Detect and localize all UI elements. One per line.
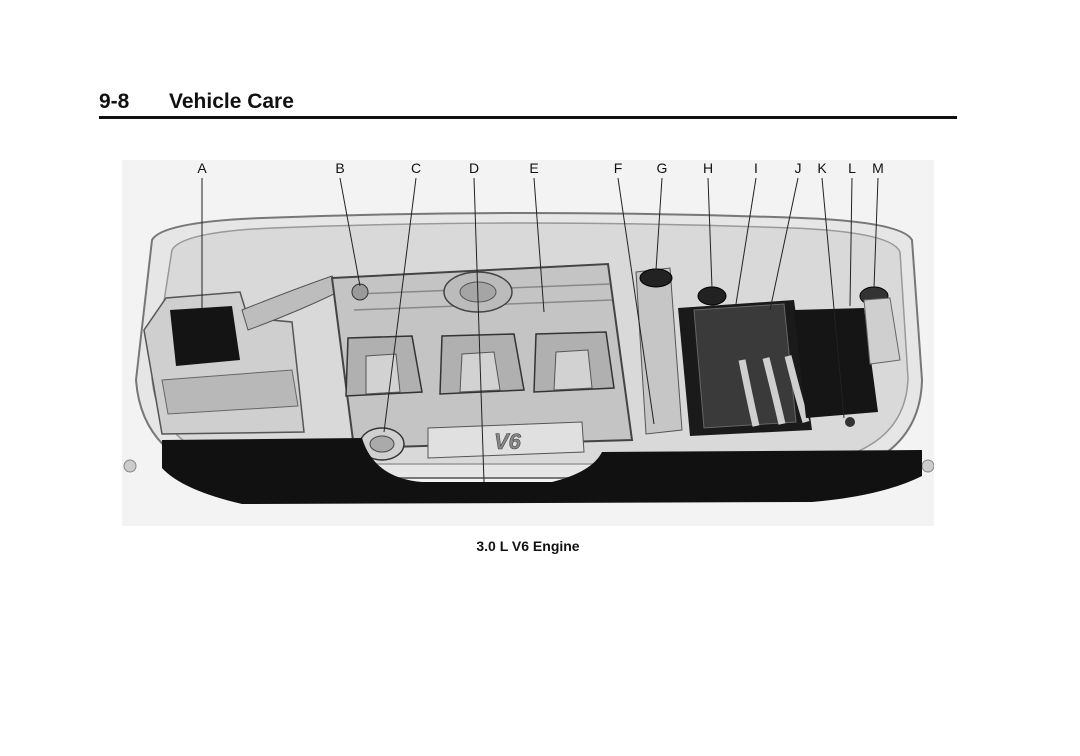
figure-caption: 3.0 L V6 Engine	[476, 538, 580, 554]
callout-g: G	[656, 160, 668, 176]
engine-drawing: V6	[122, 160, 934, 526]
callout-j: J	[794, 160, 802, 176]
battery	[794, 308, 878, 418]
callout-i: I	[754, 160, 758, 176]
callout-l: L	[848, 160, 856, 176]
callout-f: F	[613, 160, 623, 176]
washer-fluid-cap	[639, 268, 673, 288]
page-header: 9-8 Vehicle Care	[99, 90, 957, 120]
page-number: 9-8	[99, 90, 130, 113]
coolant-reservoir	[863, 297, 901, 365]
air-cleaner-lid	[170, 306, 240, 366]
callout-e: E	[529, 160, 539, 176]
right-fender-bolt	[921, 459, 934, 473]
air-cleaner-base	[161, 369, 299, 415]
callout-c: C	[410, 160, 422, 176]
oil-fill-cap-center	[369, 435, 395, 453]
coil-cover-grooves	[365, 349, 593, 395]
callout-h: H	[702, 160, 714, 176]
battery-terminal	[845, 417, 855, 427]
front-cowl	[162, 438, 922, 504]
section-title: Vehicle Care	[169, 90, 294, 113]
brake-fluid-cap	[697, 286, 727, 306]
oil-dipstick-handle	[351, 283, 369, 301]
engine-compartment-illustration: V6	[122, 160, 934, 526]
callout-b: B	[335, 160, 345, 176]
v6-badge-plate	[427, 421, 585, 459]
callout-a: A	[197, 160, 207, 176]
left-fender-bolt	[123, 459, 137, 473]
battery-cables	[738, 355, 810, 427]
callout-m: M	[872, 160, 884, 176]
callout-leaders	[201, 177, 879, 483]
v6-badge: V6	[494, 429, 522, 454]
callout-d: D	[468, 160, 480, 176]
header-rule	[99, 116, 957, 119]
callout-k: K	[817, 160, 827, 176]
